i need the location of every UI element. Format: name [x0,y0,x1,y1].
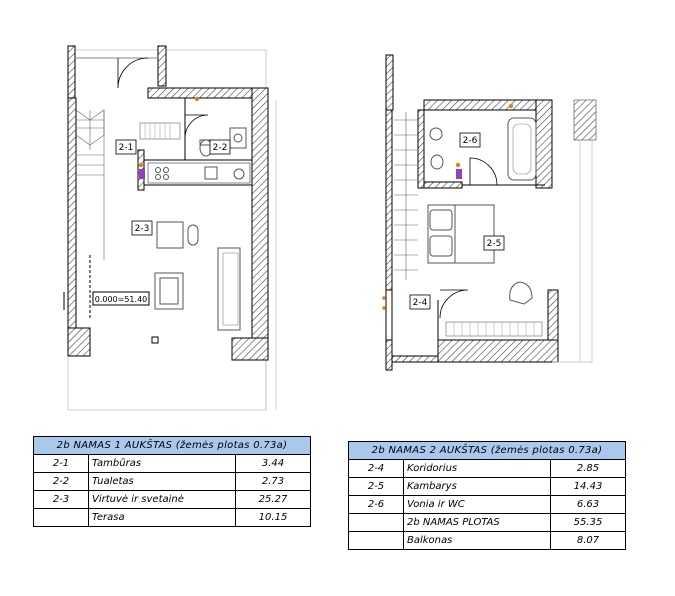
table-row: Terasa 10.15 [33,508,311,527]
room-label-2-6: 2-6 [463,136,478,146]
room-label-2-3: 2-3 [135,224,150,234]
room-code: 2-3 [33,490,89,509]
room-code: 2-1 [33,454,89,473]
level-mark: 0.000=51.40 [95,295,148,304]
room-area: 3.44 [235,454,311,473]
room-label-2-4: 2-4 [413,298,428,308]
table-title: 2b NAMAS 1 AUKŠTAS (žemės plotas 0.73a) [33,436,311,455]
room-area: 14.43 [550,477,626,496]
room-area: 10.15 [235,508,311,527]
room-code: 2-5 [348,477,404,496]
room-label-2-1: 2-1 [119,143,134,153]
table-row: Balkonas 8.07 [348,531,626,550]
floor-1-plan [63,45,277,411]
room-code: 2-4 [348,459,404,478]
table-row: 2b NAMAS PLOTAS 55.35 [348,513,626,532]
room-name: Kambarys [403,477,551,496]
floor-2-plan [385,54,597,371]
floor-plans: 2-1 2-2 2-3 0.000=51.40 [63,45,597,411]
room-label-2-2: 2-2 [213,143,228,153]
room-name: Virtuvė ir svetainė [88,490,236,509]
floor-2-room-labels: 2-6 2-5 2-4 [409,132,505,310]
table-row: 2-5 Kambarys 14.43 [348,477,626,496]
room-name: Vonia ir WC [403,495,551,514]
room-name: 2b NAMAS PLOTAS [403,513,551,532]
table-title: 2b NAMAS 2 AUKŠTAS (žemės plotas 0.73a) [348,441,626,460]
room-code [348,513,404,532]
room-area: 2.73 [235,472,311,491]
room-code: 2-2 [33,472,89,491]
room-name: Terasa [88,508,236,527]
room-name: Balkonas [403,531,551,550]
floor-1-room-labels: 2-1 2-2 2-3 0.000=51.40 [95,139,231,304]
room-label-2-5: 2-5 [487,239,502,249]
room-code [348,531,404,550]
room-area: 2.85 [550,459,626,478]
room-area: 25.27 [235,490,311,509]
floor-1-area-table: 2b NAMAS 1 AUKŠTAS (žemės plotas 0.73a) … [33,436,311,527]
table-row: 2-2 Tualetas 2.73 [33,472,311,491]
room-area: 8.07 [550,531,626,550]
table-row: 2-4 Koridorius 2.85 [348,459,626,478]
room-name: Tambūras [88,454,236,473]
room-name: Koridorius [403,459,551,478]
floor-1-fixtures [138,96,200,179]
room-name: Tualetas [88,472,236,491]
floor-2-area-table: 2b NAMAS 2 AUKŠTAS (žemės plotas 0.73a) … [348,441,626,550]
room-area: 55.35 [550,513,626,532]
table-row: 2-3 Virtuvė ir svetainė 25.27 [33,490,311,509]
room-code: 2-6 [348,495,404,514]
room-code [33,508,89,527]
floor-2-fixtures [382,103,514,310]
table-row: 2-6 Vonia ir WC 6.63 [348,495,626,514]
room-area: 6.63 [550,495,626,514]
table-row: 2-1 Tambūras 3.44 [33,454,311,473]
